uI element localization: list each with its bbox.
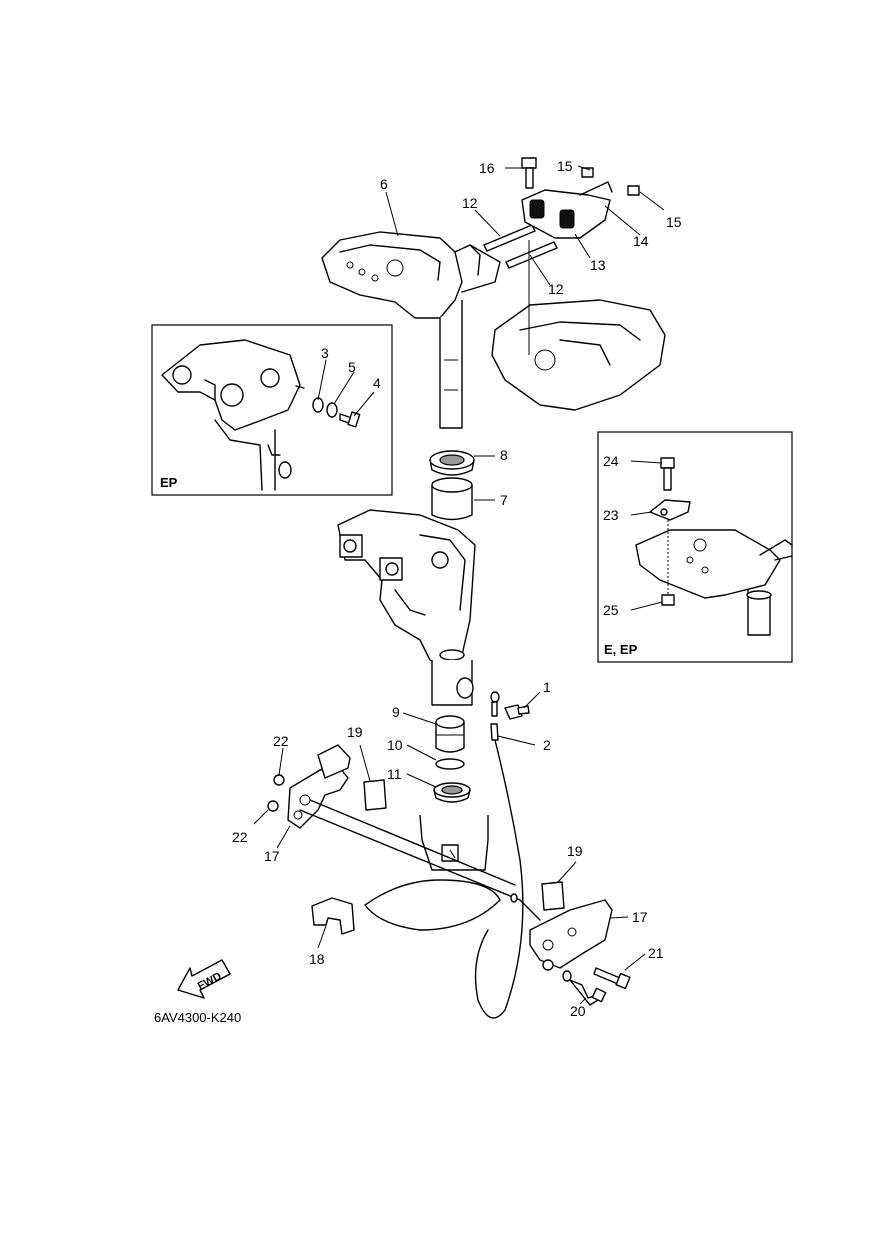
callout-14: 14	[633, 233, 649, 249]
bushing-8	[429, 450, 475, 476]
swivel-bracket	[337, 509, 476, 706]
callout-6: 6	[380, 176, 388, 192]
washer-5	[326, 402, 338, 418]
nut-25	[661, 594, 675, 606]
nut-15b	[627, 185, 640, 196]
callout-21: 21	[648, 945, 664, 961]
callout-4: 4	[373, 375, 381, 391]
leader-lines	[253, 165, 665, 1005]
lead-wire-2	[474, 691, 524, 1019]
callout-5: 5	[348, 359, 356, 375]
callout-17b: 17	[632, 909, 648, 925]
callout-17a: 17	[264, 848, 280, 864]
callout-labels: 1 2 3 4 5 6 7 8 9 10 11 12 12 13 14 15 1…	[232, 158, 682, 1019]
callout-19b: 19	[567, 843, 583, 859]
callout-22a: 22	[273, 733, 289, 749]
nut-15a	[581, 167, 594, 178]
callout-16: 16	[479, 160, 495, 176]
callout-13: 13	[590, 257, 606, 273]
callout-3: 3	[321, 345, 329, 361]
callout-19a: 19	[347, 724, 363, 740]
bolt-20	[569, 979, 607, 1006]
rubber-block-19b	[541, 881, 565, 911]
steering-arm-6	[321, 231, 501, 429]
rubber-block-19a	[363, 779, 387, 811]
callout-11: 11	[387, 766, 402, 782]
drawing-code: 6AV4300-K240	[154, 1010, 241, 1025]
fwd-arrow-icon: FWD	[177, 959, 231, 999]
callout-22b: 22	[232, 829, 248, 845]
callout-7: 7	[500, 492, 508, 508]
plate-23	[649, 499, 691, 521]
callout-12b: 12	[548, 281, 564, 297]
seal-11	[433, 782, 471, 803]
inset-ep: EP	[151, 324, 393, 496]
callout-18: 18	[309, 951, 325, 967]
stud-12b	[505, 241, 558, 269]
o-ring-10	[435, 758, 465, 770]
callout-8: 8	[500, 447, 508, 463]
callout-15a: 15	[557, 158, 573, 174]
damper-9	[435, 715, 465, 753]
callout-25: 25	[603, 602, 619, 618]
inset-e-ep: E, EP	[597, 431, 793, 663]
clamp-bracket-17b	[529, 899, 613, 971]
callout-15b: 15	[666, 214, 682, 230]
clamp-bracket-17a	[287, 744, 541, 921]
lower-casing	[364, 814, 501, 931]
upper-casing	[491, 240, 666, 411]
inset-ep-label: EP	[160, 475, 178, 490]
callout-10: 10	[387, 737, 403, 753]
inset-e-ep-label: E, EP	[604, 642, 638, 657]
callout-1: 1	[543, 679, 551, 695]
callout-9: 9	[392, 704, 400, 720]
nut-22a	[273, 774, 285, 786]
callout-20: 20	[570, 1003, 586, 1019]
bolt-24	[660, 457, 675, 491]
callout-12a: 12	[462, 195, 478, 211]
spacer-18	[311, 897, 355, 935]
callout-2: 2	[543, 737, 551, 753]
nut-22b	[267, 800, 279, 812]
bolt-16	[521, 157, 537, 189]
stud-12a	[483, 224, 536, 252]
bolt-21	[593, 967, 631, 990]
mount-13-14	[521, 181, 613, 239]
washer-3	[312, 397, 324, 413]
callout-24: 24	[603, 453, 619, 469]
callout-23: 23	[603, 507, 619, 523]
bushing-7	[431, 477, 473, 521]
